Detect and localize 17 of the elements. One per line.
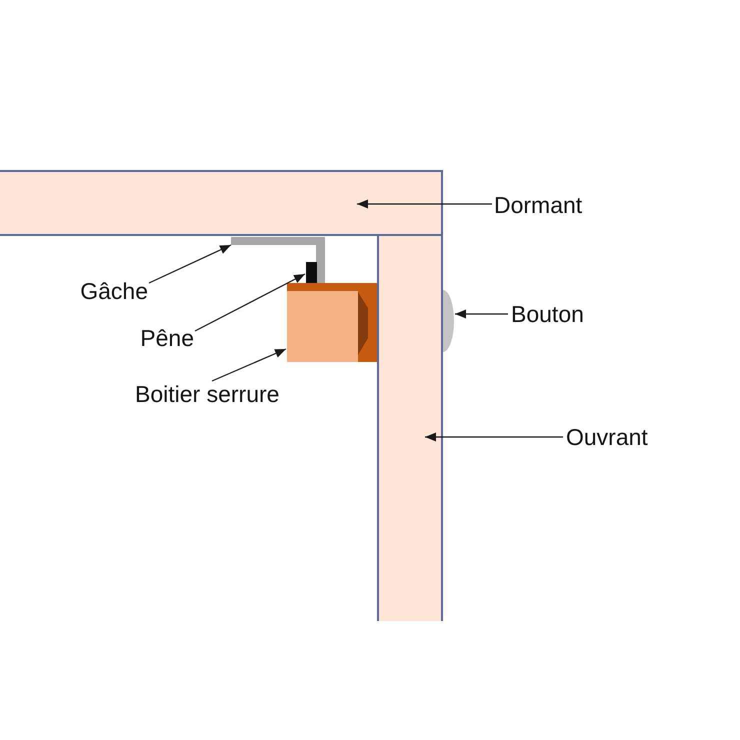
knob [443,290,454,352]
latch-bolt [306,262,317,284]
frame-rail [0,170,443,236]
part-label: Pêne [140,325,194,351]
part-label: Bouton [511,301,584,327]
leader-line [148,244,232,284]
door-stile [377,236,443,621]
part-label: Dormant [494,192,582,218]
lock-case [287,283,377,362]
leader-line [194,273,306,332]
leader-line [357,200,492,208]
part-label: Boitier serrure [135,381,280,407]
leader-line [212,348,286,382]
leader-line [425,432,563,442]
leader-line [455,310,508,318]
part-label: Gâche [80,278,148,304]
part-label: Ouvrant [566,424,648,450]
